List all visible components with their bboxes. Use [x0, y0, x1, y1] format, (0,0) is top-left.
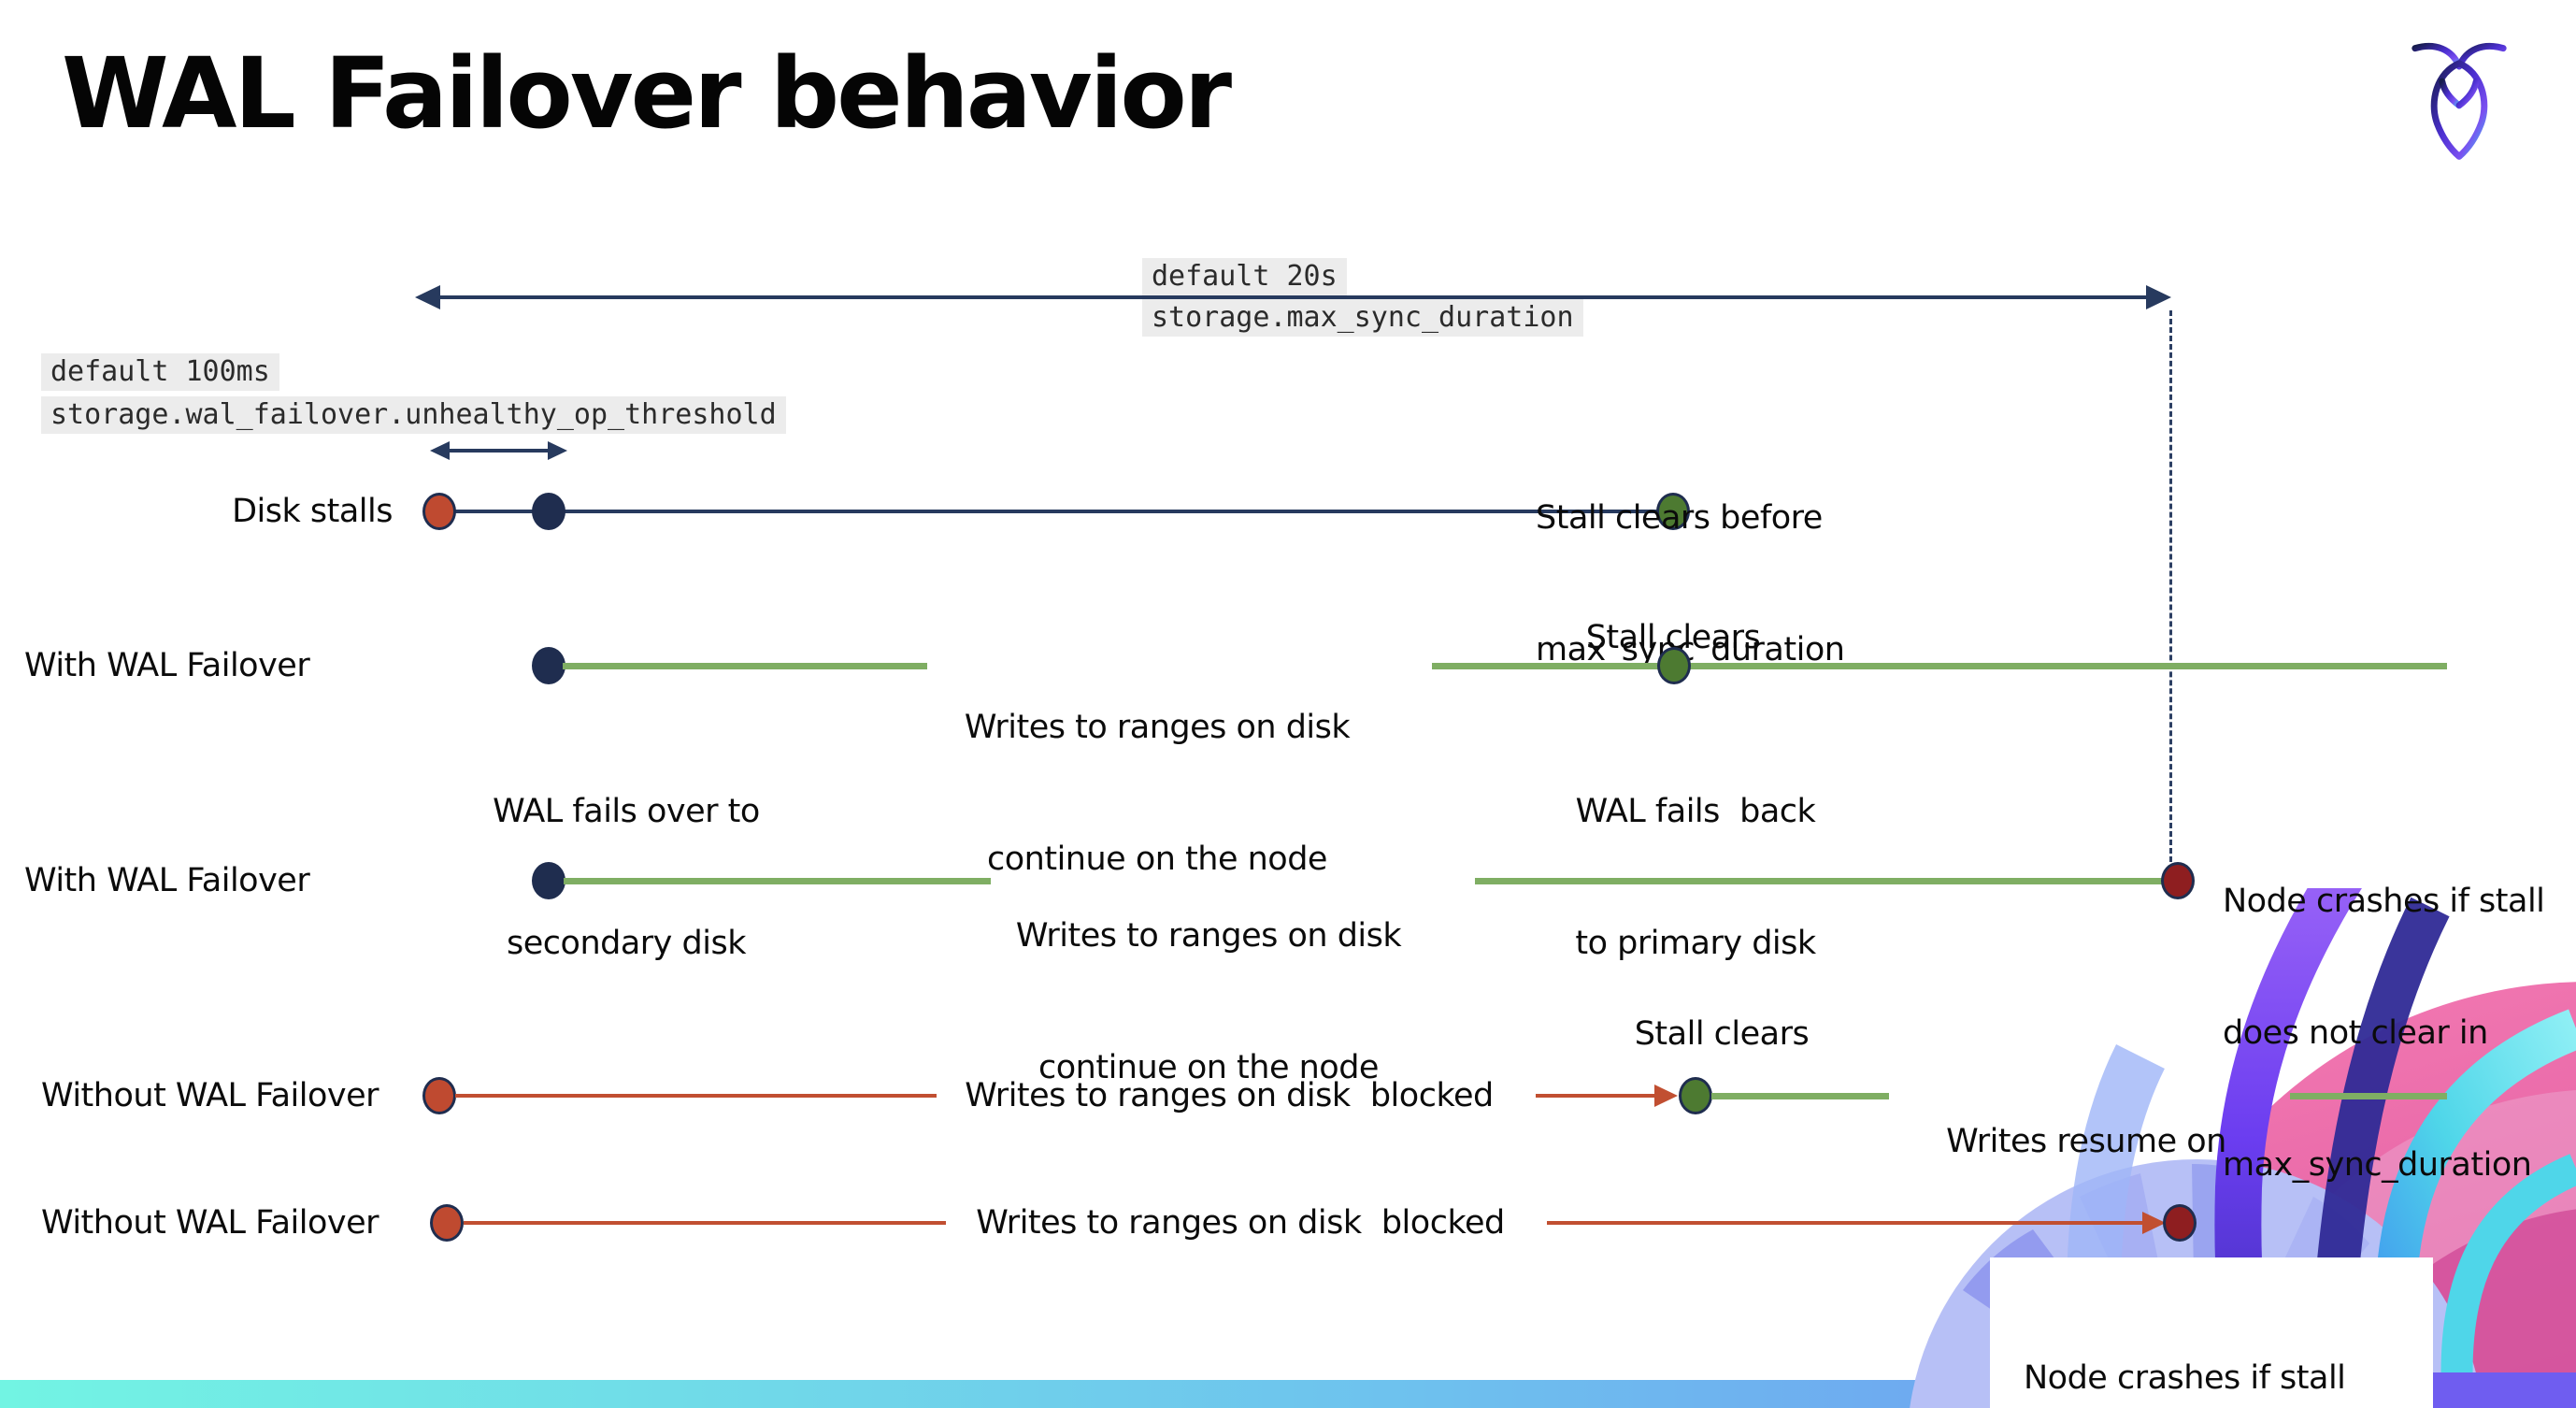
stall-clears-before-line1: Stall clears before — [1536, 499, 1823, 537]
writes-resume-line-b — [2290, 1093, 2447, 1099]
wal-fails-back-caption: WAL fails back to primary disk — [1509, 702, 1882, 1054]
writes-continue-caption-2: Writes to ranges on disk continue on the… — [998, 826, 1419, 1178]
failover-dot — [532, 647, 565, 684]
row-label-disk-stalls: Disk stalls — [232, 493, 393, 530]
disk-stall-timeline — [454, 510, 1658, 513]
max-sync-default-label: default 20s — [1142, 258, 1347, 295]
writes-continue-2-line2: continue on the node — [1038, 1049, 1379, 1086]
small-arrowhead-left-icon — [430, 441, 450, 460]
writes-blocked-line-b — [1536, 1094, 1654, 1098]
node-crashes-callout-box: Node crashes if stall does not clear in … — [1990, 1257, 2433, 1408]
writes-continue-line-a — [563, 663, 927, 669]
node-crashes-note-2: Node crashes if stall does not clear in … — [2024, 1269, 2433, 1408]
row-label-without-wal-failover-2: Without WAL Failover — [41, 1204, 379, 1242]
unhealthy-op-default-label: default 100ms — [41, 353, 279, 391]
threshold-dot — [532, 493, 565, 530]
writes-continue-2-line-b — [1475, 878, 2167, 884]
fail-back-dot — [1657, 647, 1691, 684]
writes-blocked-2-line-a — [464, 1221, 946, 1225]
red-arrowhead-icon-1 — [1654, 1085, 1678, 1107]
node-crashes-2-line1: Node crashes if stall — [2024, 1359, 2346, 1397]
writes-blocked-caption-2: Writes to ranges on disk blocked — [976, 1204, 1505, 1242]
writes-continue-2-line1: Writes to ranges on disk — [1015, 917, 1402, 955]
wal-fails-over-line1: WAL fails over to — [493, 793, 760, 830]
max-sync-setting-label: storage.max_sync_duration — [1142, 299, 1583, 337]
stall-start-dot-3 — [430, 1204, 464, 1242]
node-crash-dot-2 — [2163, 1204, 2197, 1242]
node-crashes-1-line3: max_sync_duration — [2223, 1146, 2532, 1184]
unhealthy-op-setting-label: storage.wal_failover.unhealthy_op_thresh… — [41, 396, 786, 434]
node-crash-dot-1 — [2161, 862, 2195, 899]
writes-blocked-caption-1: Writes to ranges on disk blocked — [965, 1077, 1494, 1114]
row-label-without-wal-failover-1: Without WAL Failover — [41, 1077, 379, 1114]
writes-blocked-line-a — [455, 1094, 937, 1098]
writes-continue-line1: Writes to ranges on disk — [964, 709, 1351, 746]
unhealthy-op-arrow-line — [447, 449, 550, 453]
wal-fails-back-line1: WAL fails back — [1575, 793, 1816, 830]
writes-resume-line1: Writes resume on — [1946, 1123, 2226, 1160]
writes-continue-2-line-a — [564, 878, 991, 884]
failover-dot-2 — [532, 862, 565, 899]
deadline-dashed-line — [2169, 310, 2172, 862]
stall-clears-dot-2 — [1679, 1077, 1712, 1114]
max-sync-duration-arrow-line — [439, 295, 2150, 299]
small-arrowhead-right-icon — [548, 441, 567, 460]
arrowhead-left-icon — [415, 285, 440, 309]
stall-clears-dot — [1656, 493, 1690, 530]
node-crashes-note-1: Node crashes if stall does not clear in … — [2223, 792, 2576, 1275]
writes-blocked-2-line-b — [1547, 1221, 2142, 1225]
arrowhead-right-icon — [2146, 285, 2171, 309]
node-crashes-1-line1: Node crashes if stall — [2223, 883, 2545, 920]
wal-fails-back-line2: to primary disk — [1575, 925, 1816, 962]
wal-fails-over-line2: secondary disk — [507, 925, 746, 962]
writes-continue-line-b — [1432, 663, 2447, 669]
stall-start-dot-2 — [422, 1077, 456, 1114]
row-label-with-wal-failover-1: With WAL Failover — [24, 647, 310, 684]
writes-resume-line-a — [1711, 1093, 1889, 1099]
writes-continue-line2: continue on the node — [987, 840, 1327, 878]
red-arrowhead-icon-2 — [2142, 1212, 2166, 1234]
writes-continue-caption-1: Writes to ranges on disk continue on the… — [947, 618, 1367, 970]
wal-fails-over-caption: WAL fails over to secondary disk — [439, 702, 813, 1054]
stall-start-dot — [422, 493, 456, 530]
node-crashes-1-line2: does not clear in — [2223, 1014, 2488, 1052]
cockroach-logo-icon — [2411, 42, 2507, 160]
page-title: WAL Failover behavior — [62, 36, 1232, 151]
row-label-with-wal-failover-2: With WAL Failover — [24, 862, 310, 899]
stall-clears-label-2: Stall clears — [1634, 1015, 1810, 1053]
